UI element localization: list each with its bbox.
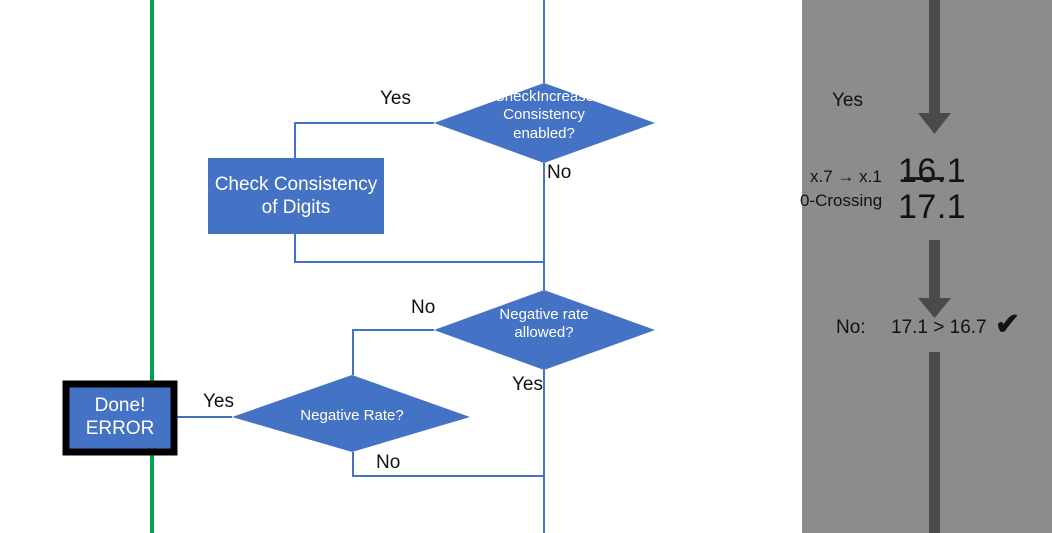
box-check-consistency-of-digits [208, 158, 384, 234]
panel-row-0-label: x.7 → x.1 [810, 167, 882, 186]
edge-label-check-increase-no: No [547, 162, 572, 183]
diamond-check-increase-consistency [434, 83, 655, 163]
edge-label-negative-allowed-no: No [411, 297, 436, 318]
connector-check-increase-yes [294, 122, 434, 158]
edge-label-negative-rate-yes: Yes [203, 391, 234, 412]
panel-row-1-value: 17.1 [898, 188, 967, 226]
edge-label-negative-rate-no: No [376, 452, 401, 473]
panel-arrow-top [918, 0, 951, 134]
connector-negative-rate-no [352, 452, 544, 477]
box-done-error-outline [62, 380, 178, 456]
panel-row-1-label: 0-Crossing [800, 191, 883, 210]
panel-row-0-value: 16.1 [898, 152, 967, 190]
edge-label-check-increase-yes: Yes [380, 88, 411, 109]
panel-result-check-icon: ✔ [995, 308, 1021, 341]
connector-consistency-return [294, 234, 544, 263]
annotation-panel-background [802, 0, 1052, 533]
panel-result-prefix: No: [836, 317, 866, 338]
panel-arrow-middle [918, 240, 951, 318]
connector-negative-allowed-no [352, 329, 434, 375]
panel-row-0-strikethrough [904, 177, 944, 180]
panel-result-comparison: 17.1 > 16.7 [891, 317, 987, 338]
diamond-negative-rate-allowed [434, 290, 655, 370]
diamond-negative-rate [232, 375, 470, 452]
panel-yes-label: Yes [832, 90, 863, 111]
edge-label-negative-allowed-yes: Yes [512, 374, 543, 395]
panel-shaft-bottom [929, 352, 940, 533]
